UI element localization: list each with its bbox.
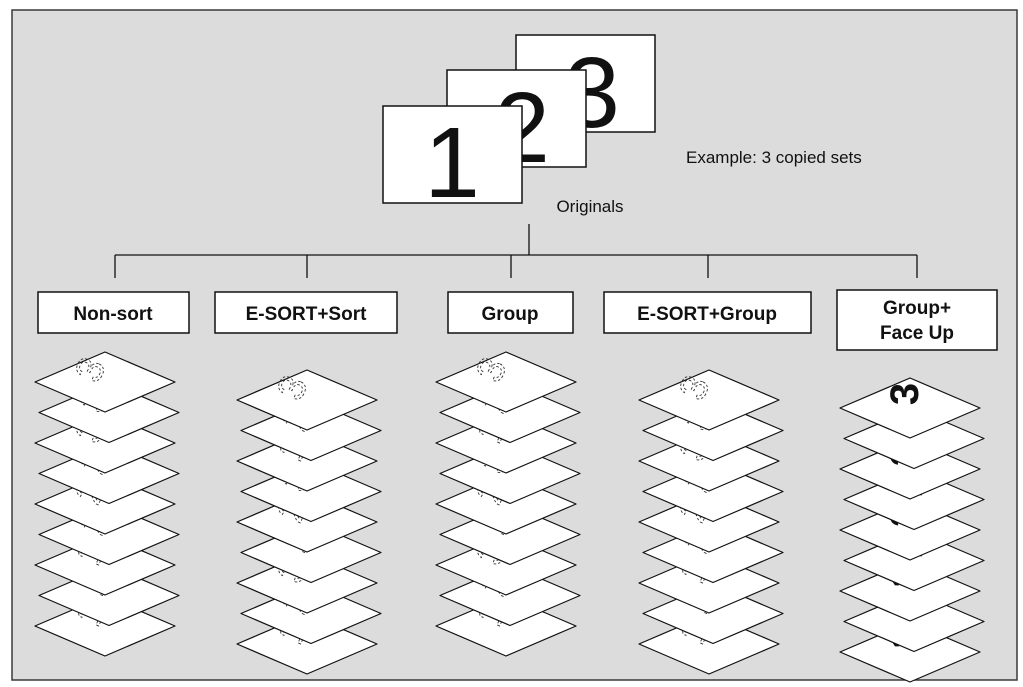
mode-label-group: Group [447,291,574,334]
mode-label-group-face-up: Group+ Face Up [836,289,998,351]
mode-label-e-sort-sort: E-SORT+Sort [214,291,398,334]
mode-label-box [214,291,398,334]
mode-label-text: E-SORT+Group [637,304,777,325]
sheet-page-number: 3 [883,383,927,405]
mode-label-box [37,291,190,334]
originals-label: Originals [556,197,623,216]
mode-label-text: Group [482,304,539,325]
mode-label-box [603,291,812,334]
mode-label-text-line-1: Group+ [883,298,951,319]
sheet-outline [839,377,981,439]
original-page-1-sheet [382,105,523,204]
output-stacks: 111222333 123123123 123123123 111222333 1112… [34,351,985,683]
mode-label-text-line-2: Face Up [880,323,954,344]
stack-5: 111222333 [839,377,985,683]
stack-sheet: 3 [34,351,176,413]
sheet-outline [236,369,378,431]
stack-1: 111222333 [34,351,180,657]
mode-label-text: E-SORT+Sort [246,304,368,325]
mode-label-box [447,291,574,334]
stack-3: 123123123 [435,351,581,657]
mode-label-e-sort-group: E-SORT+Group [603,291,812,334]
stack-sheet: 3 [839,377,981,439]
stack-4: 111222333 [638,369,784,675]
sheet-outline [638,369,780,431]
example-caption: Example: 3 copied sets [686,148,862,167]
mode-label-box [836,289,998,351]
connector-tree [114,224,918,278]
sheet-outline [34,351,176,413]
originals-group: 3 2 1 Originals [382,34,656,219]
stack-sheet: 3 [638,369,780,431]
mode-label-text: Non-sort [73,304,153,325]
stack-sheet: 3 [236,369,378,431]
mode-label-non-sort: Non-sort [37,291,190,334]
original-page-1: 1 [382,105,523,219]
sheet-outline [435,351,577,413]
original-page-1-number: 1 [424,107,480,219]
stack-2: 123123123 [236,369,382,675]
stack-sheet: 3 [435,351,577,413]
